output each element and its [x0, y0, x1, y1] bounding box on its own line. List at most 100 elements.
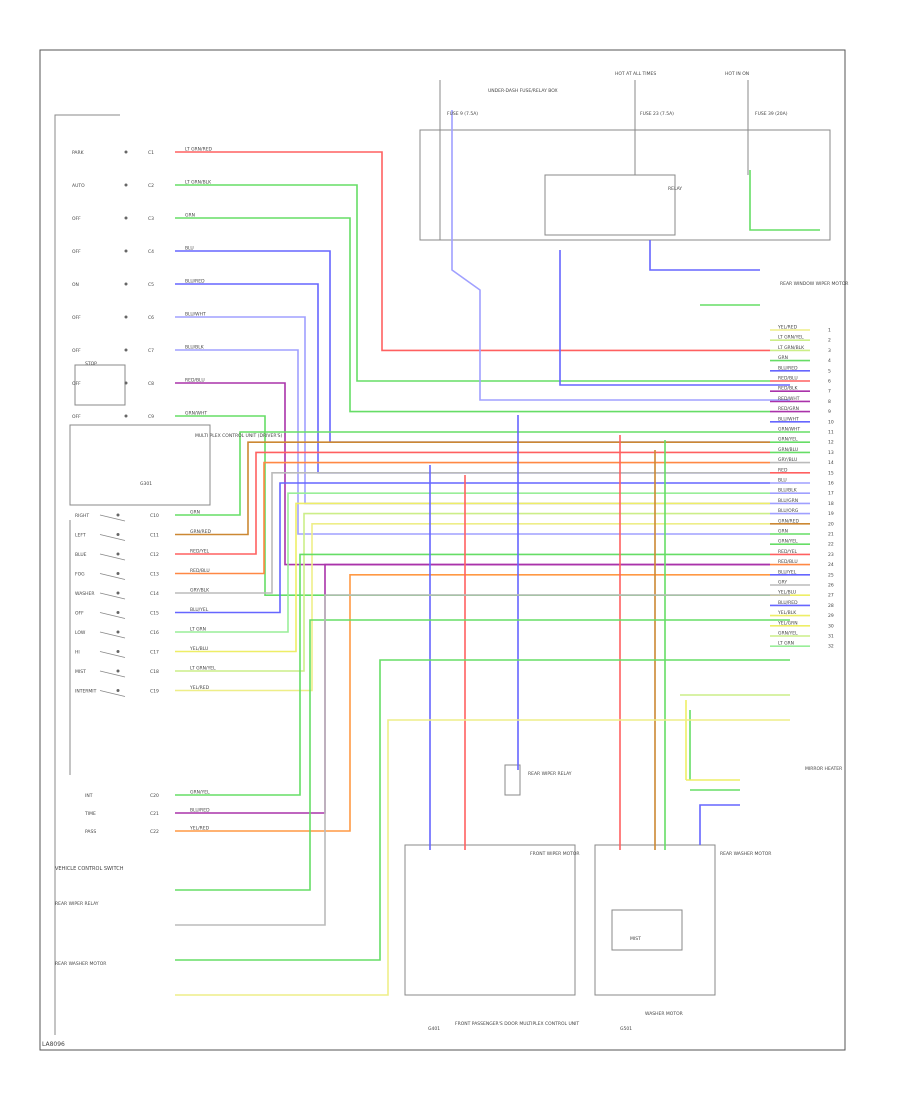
switch-wire-label: BLU/BLK: [185, 345, 205, 351]
switch-label: OFF: [72, 216, 81, 222]
left-lower-wire-4: [175, 719, 790, 996]
low-switch-wire: [175, 573, 770, 832]
fuse-wire-1: [451, 110, 790, 401]
left-lower-wire-3: [175, 659, 790, 961]
top-comp-3: HOT IN ON: [725, 71, 749, 77]
right-wire-pin: 32: [828, 644, 834, 650]
right-wire-pin: 8: [828, 399, 831, 405]
low-switch-label: TIME: [84, 811, 96, 817]
right-wire-pin: 16: [828, 481, 834, 487]
mid-switch-contact: [116, 572, 120, 575]
rear-washer-box: [611, 909, 683, 951]
low-switch-label: INT: [85, 793, 93, 799]
mid-switch-contact: [116, 630, 120, 634]
rear-wiper-relay-box: [504, 764, 521, 796]
right-wire-pin: 2: [828, 338, 831, 344]
rear-unit-box: [594, 844, 716, 996]
mid-switch-label: HI: [75, 650, 80, 656]
switch-pin: C2: [148, 183, 154, 189]
rw-relay-label: REAR WIPER RELAY: [528, 771, 572, 777]
right-wire-pin: 7: [828, 389, 831, 395]
relay-label: RELAY: [668, 186, 682, 192]
right-wire-pin: 11: [828, 430, 834, 436]
switch-label: OFF: [72, 249, 81, 255]
fuse-wire-2: [559, 250, 790, 386]
low-switch-pin: C20: [150, 793, 159, 799]
right-wire-label: BLU/YEL: [778, 569, 797, 575]
switch-contact: [124, 282, 128, 286]
mid-switch-label: INTERMIT: [75, 689, 97, 695]
mid-switch-wire: [175, 461, 770, 575]
switch-pin: C3: [148, 216, 154, 222]
mid-switch-blade: [99, 514, 126, 522]
right-wire-pin: 22: [828, 542, 834, 548]
right-wire-label: YEL/BLK: [777, 610, 797, 616]
fuse-2-label: FUSE 23 (7.5A): [640, 111, 674, 117]
right-wire-label: GRN: [778, 355, 788, 361]
mid-switch-wire: [175, 492, 770, 633]
fuse-wire-4: [749, 170, 820, 231]
switch-contact: [124, 216, 128, 220]
right-wire-label: GRN: [778, 529, 788, 535]
diagram-border: [39, 49, 846, 1051]
mid-switch-pin: C19: [150, 689, 159, 695]
switch-wire-label: GRN: [185, 213, 195, 219]
switch-wire: [175, 217, 770, 413]
switch-block-edge: [54, 114, 120, 1035]
mid-switch-wire-label: YEL/RED: [189, 685, 210, 691]
mid-switch-label: LOW: [75, 630, 86, 636]
right-wire-pin: 30: [828, 623, 834, 629]
mid-switch-contact: [116, 552, 120, 556]
switch-pin: C7: [148, 348, 154, 354]
top-comp-1: UNDER-DASH FUSE/RELAY BOX: [488, 88, 558, 94]
right-wire-pin: 1: [828, 328, 831, 334]
mid-switch-blade: [99, 651, 126, 658]
mid-switch-pin: C12: [150, 552, 159, 558]
mid-switch-wire: [175, 522, 770, 692]
mid-switch-contact: [116, 689, 120, 692]
mid-switch-blade: [99, 573, 126, 580]
mid-switch-blade: [99, 553, 126, 561]
right-wire-label: BLU: [778, 478, 787, 484]
right-wire-label: RED/YEL: [778, 549, 798, 555]
mid-switch-wire: [175, 482, 770, 614]
switch-contact: [124, 414, 128, 418]
switch-pin: C6: [148, 315, 154, 321]
right-wire-pin: 17: [828, 491, 834, 497]
mid-switch-label: MIST: [75, 669, 86, 675]
mid-switch-blade: [99, 690, 126, 697]
right-wire-pin: 5: [828, 368, 831, 374]
mist-label: MIST: [630, 936, 641, 942]
switch-pin: C1: [148, 150, 154, 156]
low-switch-wire: [175, 563, 770, 814]
switch-label: OFF: [72, 348, 81, 354]
rear-wiper-label: REAR WINDOW WIPER MOTOR: [780, 281, 848, 287]
right-wire-pin: 26: [828, 583, 834, 589]
right-wire-pin: 24: [828, 562, 834, 568]
low-switch-wire-label: GRN/YEL: [190, 790, 210, 796]
right-wire-label: RED/GRN: [778, 406, 799, 412]
switch-label: PARK: [72, 150, 85, 156]
mid-switch-wire-label: BLU/YEL: [190, 607, 209, 613]
relay-box: [69, 424, 211, 506]
right-wire-pin: 3: [828, 348, 831, 354]
mid-switch-wire: [175, 502, 770, 653]
right-wire-label: GRY: [778, 580, 787, 586]
mid-switch-pin: C17: [150, 650, 159, 656]
right-wire-label: GRN/BLU: [778, 447, 798, 453]
mid-switch-blade: [99, 670, 126, 678]
switch-contact: [124, 150, 128, 154]
fuse-1-label: FUSE 9 (7.5A): [447, 111, 478, 117]
g301-label: G301: [140, 481, 152, 487]
mid-switch-wire-label: GRY/BLK: [190, 588, 210, 594]
mid-switch-label: OFF: [75, 611, 84, 617]
switch-wire: [175, 184, 770, 382]
right-wire-pin: 19: [828, 511, 834, 517]
switch-pin: C5: [148, 282, 154, 288]
caption-vehicle-control-switch: VEHICLE CONTROL SWITCH: [55, 866, 124, 872]
switch-wire-label: BLU/RED: [185, 279, 205, 285]
switch-label: OFF: [72, 315, 81, 321]
low-switch-pin: C21: [150, 811, 159, 817]
fuse-3-label: FUSE 39 (20A): [755, 111, 788, 117]
